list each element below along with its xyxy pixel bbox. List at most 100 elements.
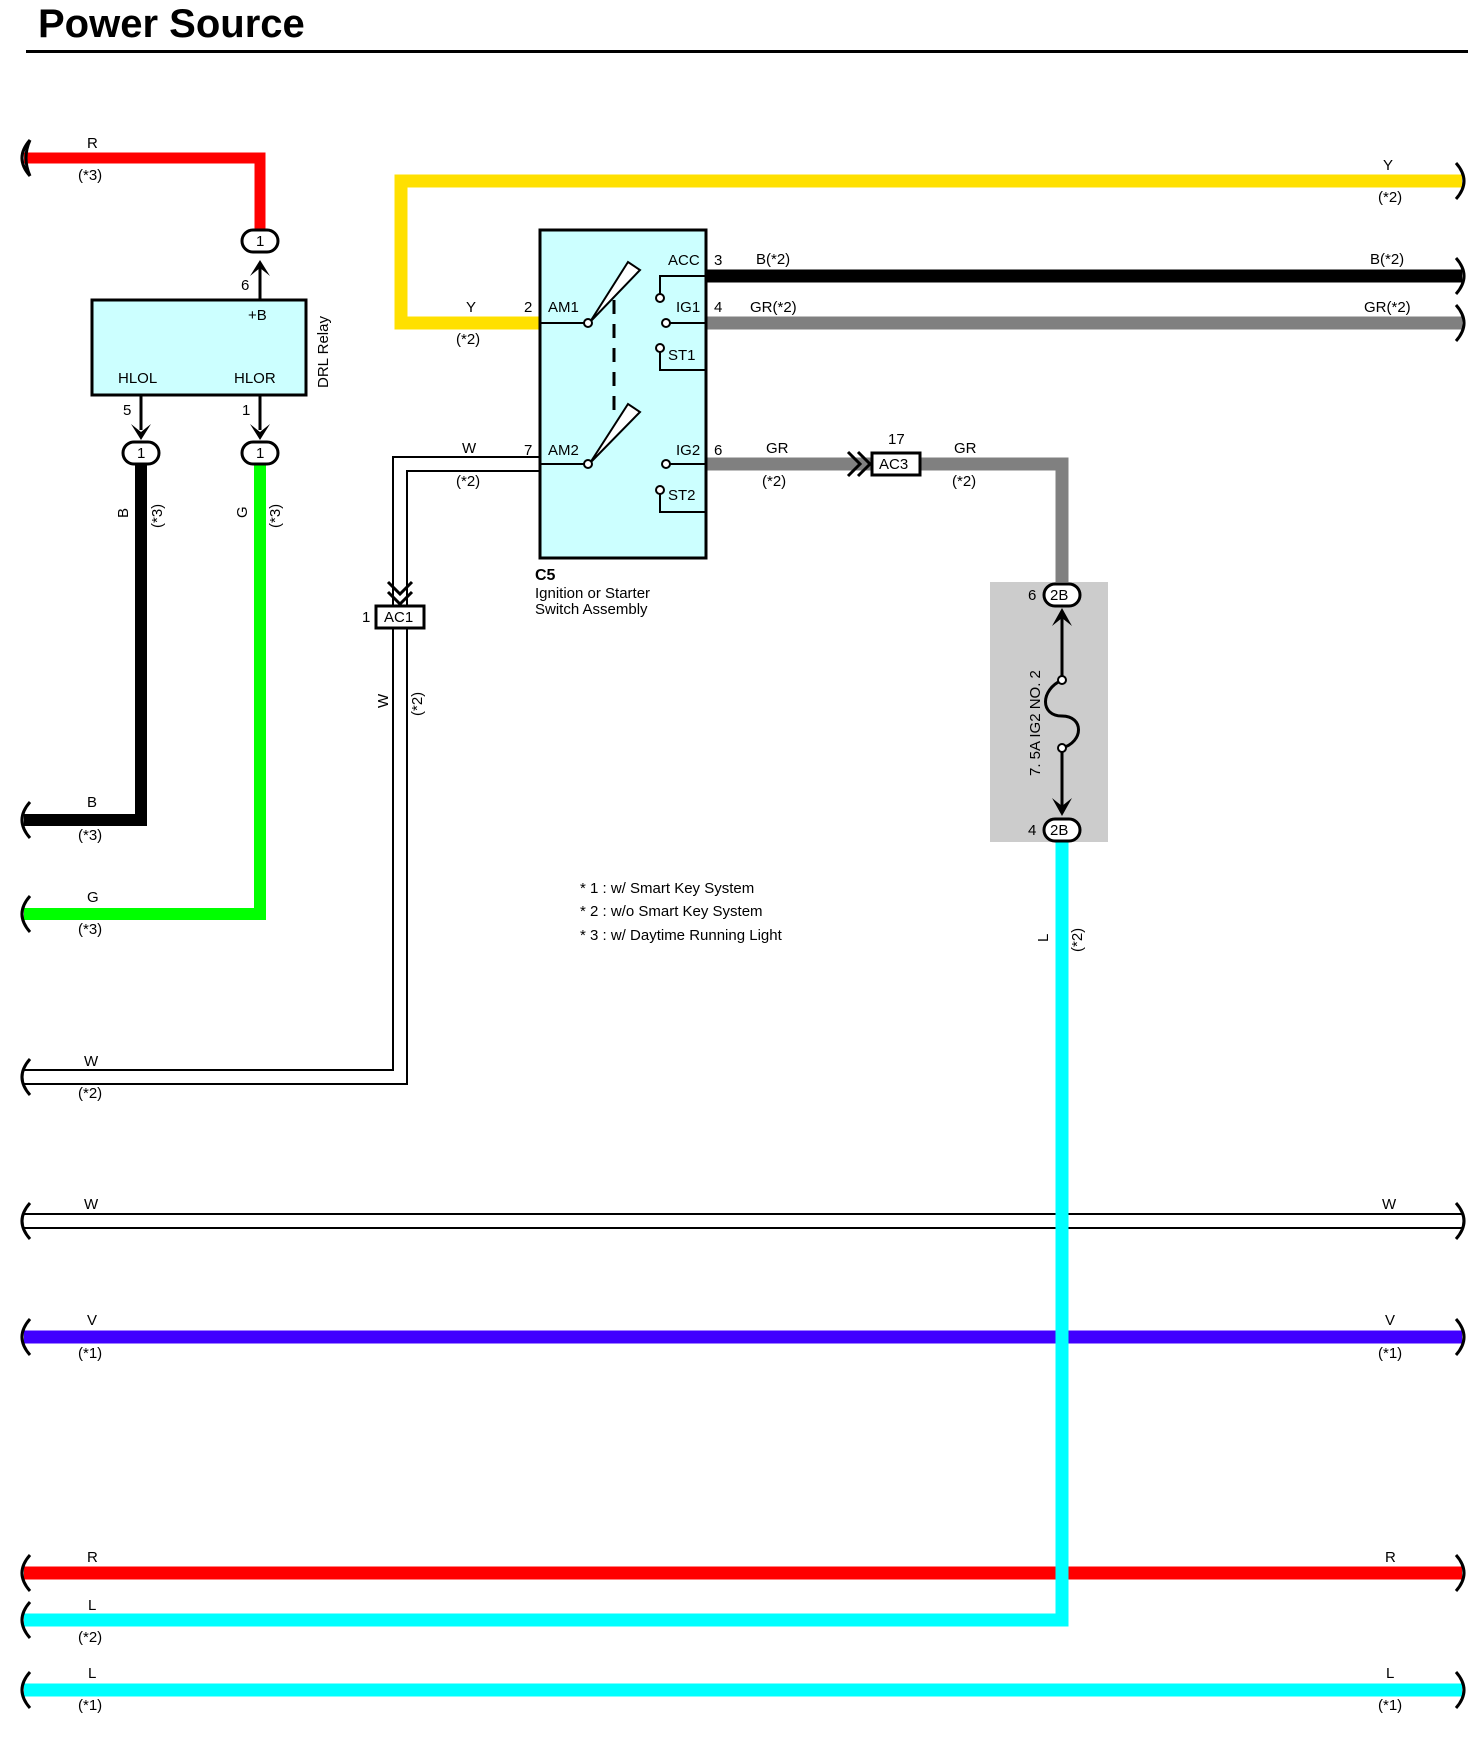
note-3: * 3 : w/ Daytime Running Light — [580, 927, 783, 944]
svg-text:(*3): (*3) — [149, 504, 166, 528]
svg-text:(*3): (*3) — [267, 504, 284, 528]
svg-text:Y: Y — [1383, 157, 1393, 174]
drl-relay: +B HLOL HLOR 6 5 1 DRL Relay — [90, 277, 332, 419]
ignition-switch: AM1 AM2 ACC IG1 ST1 IG2 ST2 2 7 3 4 6 — [524, 228, 722, 618]
sw-num-am1: 2 — [524, 299, 532, 316]
title-rule — [26, 50, 1468, 53]
relay-conn-hlol: 1 — [137, 445, 145, 462]
ac1-label: AC1 — [384, 609, 413, 626]
svg-text:G: G — [234, 506, 251, 518]
relay-pin-hlor: HLOR — [234, 370, 276, 387]
sw-id: C5 — [535, 567, 556, 584]
svg-text:(*2): (*2) — [409, 692, 426, 716]
ac3-pin: 17 — [888, 431, 905, 448]
svg-text:W: W — [462, 440, 477, 457]
wire-l-fuse — [24, 842, 1069, 1627]
svg-text:(*1): (*1) — [78, 1697, 102, 1714]
note-2: * 2 : w/o Smart Key System — [580, 903, 763, 920]
wire-labels: R (*3) Y (*2) Y (*2) B(*2) B(*2) GR(*2) … — [78, 135, 1411, 1714]
relay-pin-b: +B — [248, 307, 267, 324]
svg-text:G: G — [87, 889, 99, 906]
wire-g-hlor — [24, 462, 266, 920]
svg-text:(*2): (*2) — [78, 1629, 102, 1646]
sw-name-2: Switch Assembly — [535, 601, 648, 618]
fuse-icon — [1044, 618, 1080, 808]
wire-gr-ig2 — [706, 457, 1069, 582]
svg-text:Y: Y — [466, 299, 476, 316]
svg-text:(*2): (*2) — [1069, 928, 1086, 952]
sw-ig1: IG1 — [676, 299, 700, 316]
svg-text:GR(*2): GR(*2) — [750, 299, 797, 316]
sw-am1: AM1 — [548, 299, 579, 316]
wire-y-top — [394, 174, 1462, 330]
svg-text:(*3): (*3) — [78, 167, 102, 184]
sw-num-acc: 3 — [714, 252, 722, 269]
relay-name: DRL Relay — [315, 316, 332, 388]
relay-conn-hlor: 1 — [256, 445, 264, 462]
svg-text:L: L — [1386, 1665, 1394, 1682]
sw-name-1: Ignition or Starter — [535, 585, 650, 602]
svg-text:GR: GR — [954, 440, 977, 457]
sw-acc: ACC — [668, 252, 700, 269]
sw-am2: AM2 — [548, 442, 579, 459]
fuse-pin-top: 6 — [1028, 587, 1036, 604]
svg-text:(*2): (*2) — [78, 1085, 102, 1102]
sw-num-ig2: 6 — [714, 442, 722, 459]
svg-text:V: V — [1385, 1312, 1395, 1329]
break-marks — [20, 139, 1466, 1709]
svg-text:(*1): (*1) — [1378, 1345, 1402, 1362]
svg-text:B(*2): B(*2) — [1370, 251, 1404, 268]
relay-connectors: 1 1 1 — [121, 228, 280, 466]
svg-text:W: W — [84, 1053, 99, 1070]
svg-text:(*1): (*1) — [1378, 1697, 1402, 1714]
fuse-conn-bot: 2B — [1050, 822, 1068, 839]
sw-st1: ST1 — [668, 347, 696, 364]
svg-text:(*3): (*3) — [78, 921, 102, 938]
svg-text:V: V — [87, 1312, 97, 1329]
page-title: Power Source — [38, 2, 305, 46]
svg-text:GR(*2): GR(*2) — [1364, 299, 1411, 316]
connector-ac1: AC1 1 — [362, 580, 426, 630]
svg-text:(*2): (*2) — [762, 473, 786, 490]
svg-text:W: W — [375, 693, 392, 708]
fuse-block: 2B 6 2B 4 7. 5A IG2 NO. 2 — [990, 582, 1108, 843]
fuse-conn-top: 2B — [1050, 587, 1068, 604]
relay-pin-hlol: HLOL — [118, 370, 157, 387]
notes: * 1 : w/ Smart Key System * 2 : w/o Smar… — [580, 880, 783, 944]
sw-st2: ST2 — [668, 487, 696, 504]
svg-text:B: B — [115, 508, 132, 518]
wire-r-relay — [24, 152, 266, 240]
svg-text:W: W — [84, 1196, 99, 1213]
relay-num-hlor: 1 — [242, 402, 250, 419]
sw-num-ig1: 4 — [714, 299, 722, 316]
svg-text:R: R — [87, 1549, 98, 1566]
svg-text:GR: GR — [766, 440, 789, 457]
relay-num-b: 6 — [241, 277, 249, 294]
svg-text:L: L — [1035, 934, 1052, 942]
relay-conn-top: 1 — [256, 233, 264, 250]
svg-text:(*3): (*3) — [78, 827, 102, 844]
svg-text:R: R — [1385, 1549, 1396, 1566]
relay-num-hlol: 5 — [123, 402, 131, 419]
connector-ac3: AC3 17 — [846, 431, 922, 478]
fuse-pin-bot: 4 — [1028, 822, 1036, 839]
fuse-label: 7. 5A IG2 NO. 2 — [1027, 670, 1044, 776]
svg-text:B(*2): B(*2) — [756, 251, 790, 268]
svg-text:W: W — [1382, 1196, 1397, 1213]
svg-text:R: R — [87, 135, 98, 152]
svg-text:L: L — [88, 1665, 96, 1682]
svg-text:L: L — [88, 1597, 96, 1614]
wire-b-hlol — [24, 462, 147, 826]
wire-w-am2 — [24, 456, 540, 1085]
svg-text:(*1): (*1) — [78, 1345, 102, 1362]
svg-text:B: B — [87, 794, 97, 811]
note-1: * 1 : w/ Smart Key System — [580, 880, 754, 897]
ac3-label: AC3 — [879, 456, 908, 473]
ac1-pin: 1 — [362, 609, 370, 626]
svg-text:(*2): (*2) — [952, 473, 976, 490]
svg-text:(*2): (*2) — [456, 473, 480, 490]
sw-ig2: IG2 — [676, 442, 700, 459]
svg-text:(*2): (*2) — [1378, 189, 1402, 206]
svg-text:(*2): (*2) — [456, 331, 480, 348]
